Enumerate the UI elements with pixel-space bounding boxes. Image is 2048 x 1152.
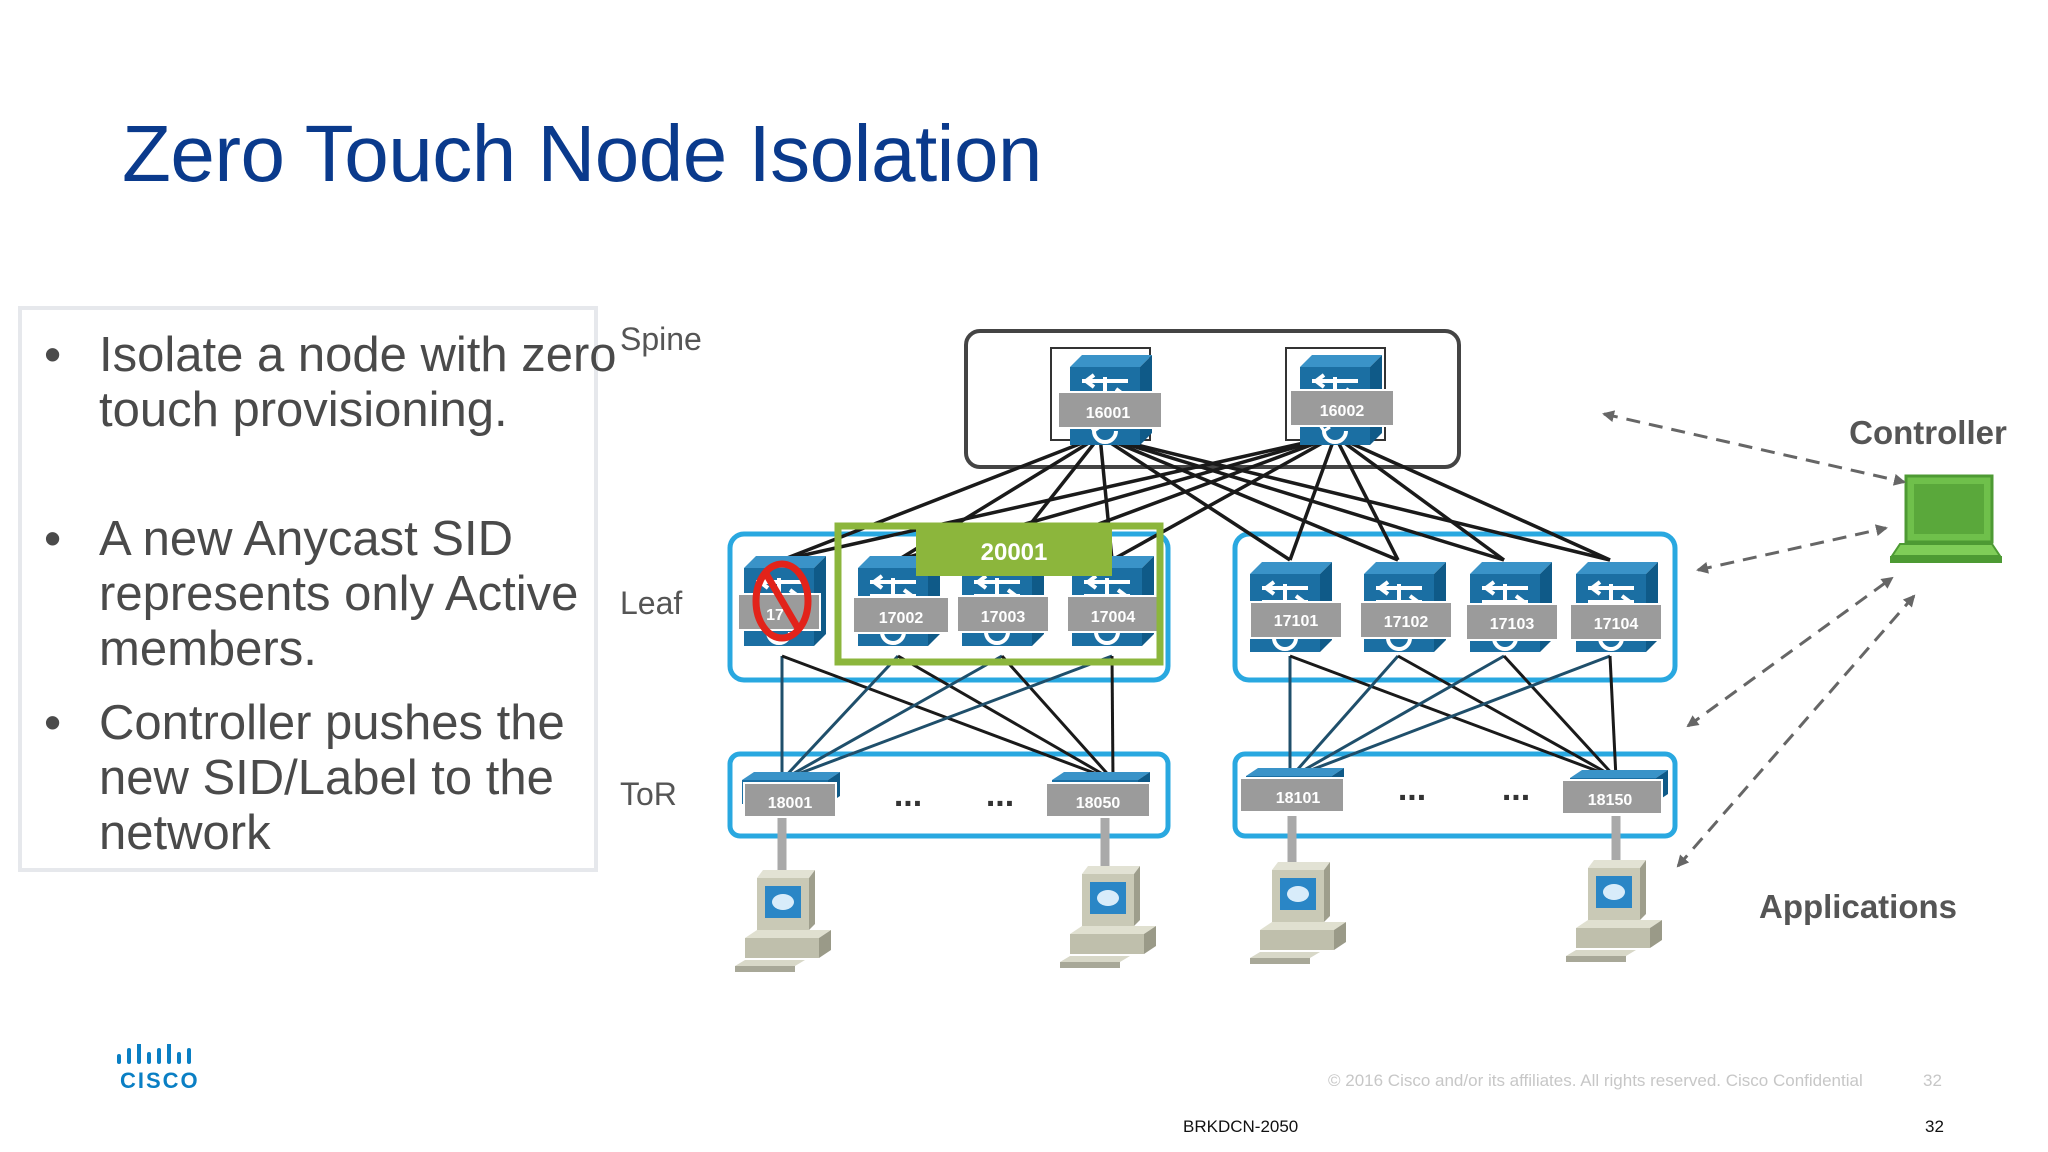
- tier-label-tor: ToR: [620, 776, 677, 812]
- slide-number-faint: 32: [1923, 1071, 1942, 1090]
- cisco-logo-text: CISCO: [120, 1068, 200, 1093]
- cisco-logo-icon: [117, 1044, 191, 1064]
- leaf-tor-links: [780, 654, 1618, 782]
- workstation-icon: [735, 870, 831, 972]
- applications-label: Applications: [1759, 888, 1957, 925]
- workstation-icon: [1060, 866, 1156, 968]
- label-box: [1239, 777, 1345, 813]
- anycast-sid-label: 20001: [981, 539, 1048, 566]
- bullet-text-2: A new Anycast SID represents only Active…: [99, 512, 579, 676]
- leaf-node-label-17004: 17004: [1091, 609, 1136, 626]
- workstation-icon: [1250, 862, 1346, 964]
- bullet-box: • Isolate a node with zero touch provisi…: [18, 306, 617, 872]
- leaf-node-label-17104: 17104: [1594, 616, 1639, 633]
- session-code: BRKDCN-2050: [1183, 1117, 1299, 1136]
- leaf-node-label-17003: 17003: [981, 609, 1026, 626]
- label-box: [1057, 391, 1163, 429]
- spine-node-label-1: 16001: [1086, 405, 1131, 422]
- ellipsis: ...: [986, 776, 1014, 814]
- page-number: 32: [1925, 1117, 1944, 1136]
- bullet-text-1: Isolate a node with zero touch provision…: [99, 328, 617, 437]
- copyright-notice: © 2016 Cisco and/or its affiliates. All …: [1328, 1071, 1863, 1090]
- label-box: [1045, 782, 1151, 818]
- label-box: [1569, 603, 1663, 641]
- bullet-dot: •: [44, 512, 62, 566]
- host-links: [777, 816, 1621, 874]
- controller-arrows: [1602, 410, 1916, 868]
- tier-label-leaf: Leaf: [620, 585, 682, 621]
- label-box: [1465, 603, 1559, 641]
- prohibited-icon: [752, 560, 812, 642]
- ellipsis: ...: [1398, 770, 1426, 808]
- anycast-sid-badge: [916, 526, 1112, 576]
- tor-group-right: [1232, 751, 1678, 839]
- bullet-dot: •: [44, 696, 62, 750]
- spine-node-label-2: 16002: [1320, 403, 1365, 420]
- tor-node-label-18150: 18150: [1588, 792, 1633, 809]
- label-box: [1561, 779, 1663, 815]
- tor-node-label-18101: 18101: [1276, 790, 1321, 807]
- label-box: [956, 595, 1050, 633]
- slide-title: Zero Touch Node Isolation: [122, 109, 1042, 198]
- label-box: [1289, 389, 1395, 427]
- tor-node-label-18050: 18050: [1076, 795, 1121, 812]
- leaf-node-label-17102: 17102: [1384, 614, 1429, 631]
- ellipsis: ...: [1502, 770, 1530, 808]
- label-box: [743, 782, 837, 818]
- controller-label: Controller: [1849, 414, 2007, 451]
- bullet-text-3: Controller pushes the new SID/Label to t…: [99, 696, 565, 860]
- label-box: [1359, 601, 1453, 639]
- workstation-icon: [1566, 860, 1662, 962]
- leaf-node-label-17002: 17002: [879, 610, 924, 627]
- leaf-group-right: [1232, 531, 1678, 683]
- leaf-node-label-17101: 17101: [1274, 613, 1319, 630]
- ellipsis: ...: [894, 776, 922, 814]
- leaf-node-label-isolated: 17: [766, 607, 784, 624]
- leaf-node-label-17103: 17103: [1490, 616, 1535, 633]
- label-box: [852, 596, 950, 634]
- bullet-dot: •: [44, 328, 62, 382]
- tor-node-label-18001: 18001: [768, 795, 813, 812]
- laptop-icon: [1890, 474, 2002, 563]
- tier-label-spine: Spine: [620, 321, 702, 357]
- label-box: [1249, 601, 1343, 639]
